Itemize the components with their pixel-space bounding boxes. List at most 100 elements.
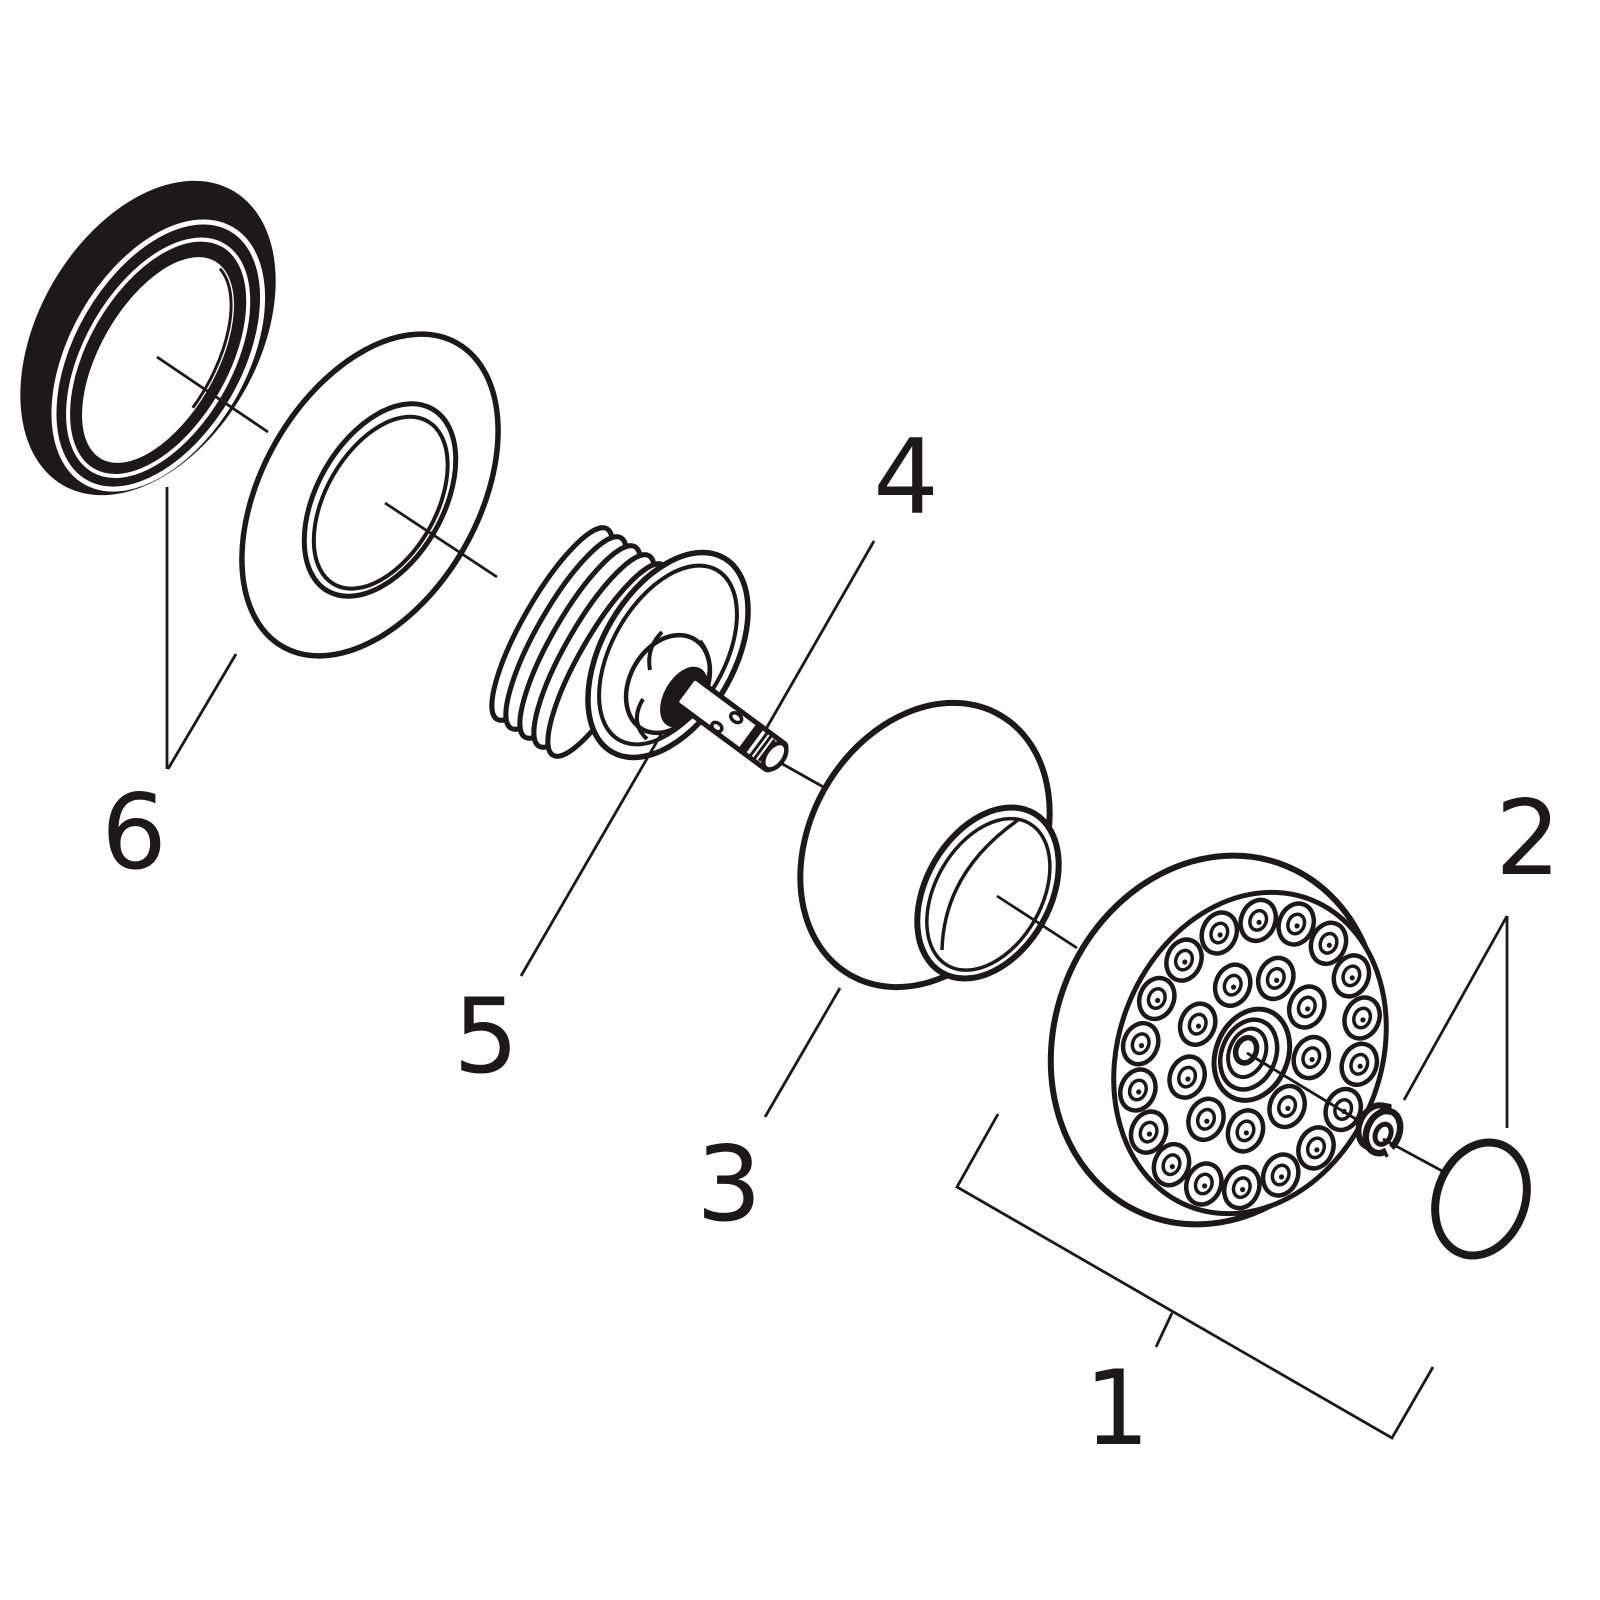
nozzle-dot [1256,919,1262,925]
spray-nozzle [1120,1020,1161,1067]
spray-nozzle-field [1118,897,1382,1211]
leader-3 [763,987,842,1118]
spray-nozzle [1118,1067,1158,1113]
spray-nozzle [1286,984,1327,1030]
nozzle-dot [1138,1043,1145,1049]
nozzle-dot [1285,1105,1291,1112]
part-threaded-fitting [489,525,789,773]
nozzle-dot [1182,959,1188,965]
nozzle-dot [1357,1063,1363,1069]
valve-stem-shaft [674,675,789,773]
nozzle-dot [1274,977,1280,983]
seal-ring-hole-edge [191,267,233,409]
nozzle-dot [1217,932,1223,938]
swirl-ring [1211,1006,1293,1103]
nozzle-dot [1136,1089,1142,1095]
callout-label-2: 2 [1495,779,1561,899]
spray-nozzle [1164,937,1204,983]
bracket-1 [955,1113,1435,1440]
spray-nozzle [1260,1152,1301,1198]
spray-nozzle [1183,1161,1224,1207]
nozzle-dot [1146,1131,1153,1137]
spray-nozzle [1308,920,1349,967]
nozzle-dot [1204,1118,1210,1124]
spray-nozzle [1136,975,1177,1022]
spray-nozzle [1323,1086,1364,1133]
spray-head-center-swirl [1211,1006,1293,1103]
seal-ring-groove-inner [66,237,251,478]
bracket-1-tick [1154,1312,1174,1348]
axis-line-head-to-clip [1246,1051,1365,1126]
spray-nozzle [1199,910,1240,956]
callout-label-5: 5 [453,977,519,1097]
leader-6-diagonal [166,653,238,770]
spray-nozzle [1291,1034,1332,1081]
spray-nozzle [1267,1083,1307,1130]
nozzle-dot [1278,1174,1285,1180]
spray-nozzle [1177,1001,1218,1047]
nozzle-dot [1195,1023,1202,1029]
nozzle-dot [1349,975,1355,981]
valve-stem-groove [738,723,764,754]
seal-ring-hole [82,257,234,463]
axis-line-seal-to-flange [156,355,269,434]
nozzle-dot [1202,1183,1208,1189]
part-oring [1431,1138,1531,1260]
valve-stem-port [728,711,744,725]
clip-hook [1381,1147,1389,1158]
spray-nozzle [1276,901,1317,947]
leader-5 [519,730,665,977]
spray-nozzle [1186,1096,1226,1143]
nozzle-dot [1243,1130,1249,1136]
leader-2-to-clip [1402,915,1509,1101]
spray-nozzle [1296,1125,1336,1171]
spray-nozzle [1221,1164,1262,1211]
nozzle-dot [1230,984,1237,990]
spray-nozzle [1331,953,1372,999]
part-valve-stem [674,675,789,773]
nozzle-dot [1305,1006,1311,1012]
callout-label-3: 3 [696,1125,762,1245]
fitting-flange-rim [597,563,739,747]
valve-stem-port [710,720,724,734]
spray-nozzle [1255,955,1296,1002]
part-dome-cap [797,699,1062,991]
nozzle-dot [1314,1147,1320,1153]
clip-gap [1382,1138,1405,1171]
part-escutcheon-ring [239,331,501,659]
clip-hole [1372,1121,1394,1147]
nozzle-dot [1240,1186,1246,1193]
nozzle-dot [1326,942,1332,948]
spray-nozzle [1339,1041,1380,1088]
spray-nozzle [1212,962,1253,1008]
swirl-ring [1218,1017,1280,1092]
spray-nozzle [1128,1109,1169,1155]
swirl-ring [1226,1026,1269,1080]
valve-seat-vane [635,697,649,741]
part-black-seal-ring [20,180,276,496]
valve-seat-vane [647,630,664,671]
seal-ring-groove-outer [51,219,266,492]
valve-stem-thread [753,735,773,760]
dome-cap-cavity-edge [940,818,1020,951]
axis-line-dome-to-head [996,894,1078,950]
part-spray-head [1047,852,1389,1228]
spray-nozzle [1167,1054,1207,1100]
spray-nozzle [1238,897,1279,944]
clip-tab [1379,1102,1392,1115]
spray-nozzle [1225,1108,1266,1154]
nozzle-dot [1309,1056,1315,1063]
callout-label-4: 4 [873,418,939,538]
leader-4 [764,540,876,730]
nozzle-dot [1185,1076,1191,1082]
spray-nozzle [1151,1141,1192,1188]
valve-stem-thread [749,732,769,757]
axis-line-stem-to-dome [778,760,828,791]
nozzle-dot [1360,1017,1366,1023]
spray-nozzle [1342,995,1382,1041]
axis-line-clip-to-oring [1382,1137,1445,1174]
oring-body [1431,1138,1531,1260]
